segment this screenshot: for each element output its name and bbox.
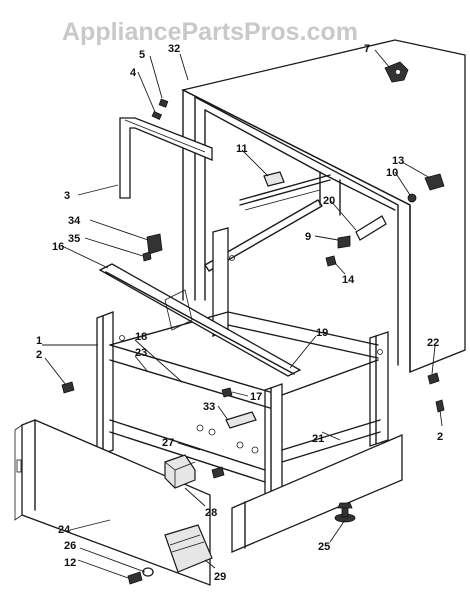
screw-2-left <box>61 381 75 394</box>
bracket-11 <box>263 171 285 187</box>
washer-26 <box>142 567 154 577</box>
callout-25: 25 <box>318 541 330 553</box>
callout-22: 22 <box>427 337 439 349</box>
screw-17 <box>221 387 233 398</box>
callout-23: 23 <box>135 347 147 359</box>
callout-21: 21 <box>312 433 324 445</box>
clip-7 <box>384 61 409 83</box>
frame-assembly <box>96 227 389 507</box>
callout-5: 5 <box>139 49 145 61</box>
callout-10: 10 <box>386 167 398 179</box>
callout-27: 27 <box>162 437 174 449</box>
callout-35: 35 <box>68 233 80 245</box>
bracket-28 <box>164 454 196 489</box>
callout-3: 3 <box>64 190 70 202</box>
screw-5 <box>158 98 169 108</box>
callout-2-left: 2 <box>36 349 42 361</box>
callout-7: 7 <box>364 43 370 55</box>
insulation-pad <box>164 524 213 573</box>
callout-14: 14 <box>342 274 355 286</box>
callout-19: 19 <box>316 327 328 339</box>
screw-14 <box>325 255 337 267</box>
callout-9: 9 <box>305 231 311 243</box>
callout-2-right: 2 <box>437 431 443 443</box>
callout-24: 24 <box>58 524 71 536</box>
callout-12: 12 <box>64 557 76 569</box>
clamp-33 <box>225 411 257 429</box>
callout-26: 26 <box>64 540 76 552</box>
rear-rail <box>204 199 323 272</box>
tub-assembly <box>181 39 466 373</box>
tube-20 <box>355 215 387 241</box>
clip-9 <box>337 235 351 249</box>
screw-2-right <box>435 399 445 413</box>
screw-35 <box>142 251 152 262</box>
screw-28-fastener <box>211 466 225 479</box>
screw-12 <box>127 571 143 585</box>
callout-28: 28 <box>205 507 217 519</box>
kick-plate <box>14 419 211 586</box>
callout-20: 20 <box>323 195 335 207</box>
callout-13: 13 <box>392 155 404 167</box>
callout-33: 33 <box>203 401 215 413</box>
upper-channel-3 <box>119 117 213 199</box>
front-rail <box>98 263 302 377</box>
callout-1: 1 <box>36 335 42 347</box>
clip-34 <box>146 233 163 255</box>
callout-11: 11 <box>236 143 248 155</box>
screw-22 <box>427 372 440 385</box>
leveling-leg-25 <box>334 502 356 523</box>
callout-18: 18 <box>135 331 147 343</box>
callout-16: 16 <box>52 241 64 253</box>
leader-lines <box>42 49 443 579</box>
callout-17: 17 <box>250 391 262 403</box>
callout-29: 29 <box>214 571 226 583</box>
callout-labels: 32 5 4 7 11 13 10 3 20 34 9 35 16 14 1 1… <box>36 43 443 583</box>
callout-4: 4 <box>130 67 137 79</box>
callout-32: 32 <box>168 43 180 55</box>
watermark-text: AppliancePartsPros.com <box>62 18 358 46</box>
clip-4 <box>151 110 163 120</box>
callout-34: 34 <box>68 215 81 227</box>
base-pan <box>231 434 403 553</box>
